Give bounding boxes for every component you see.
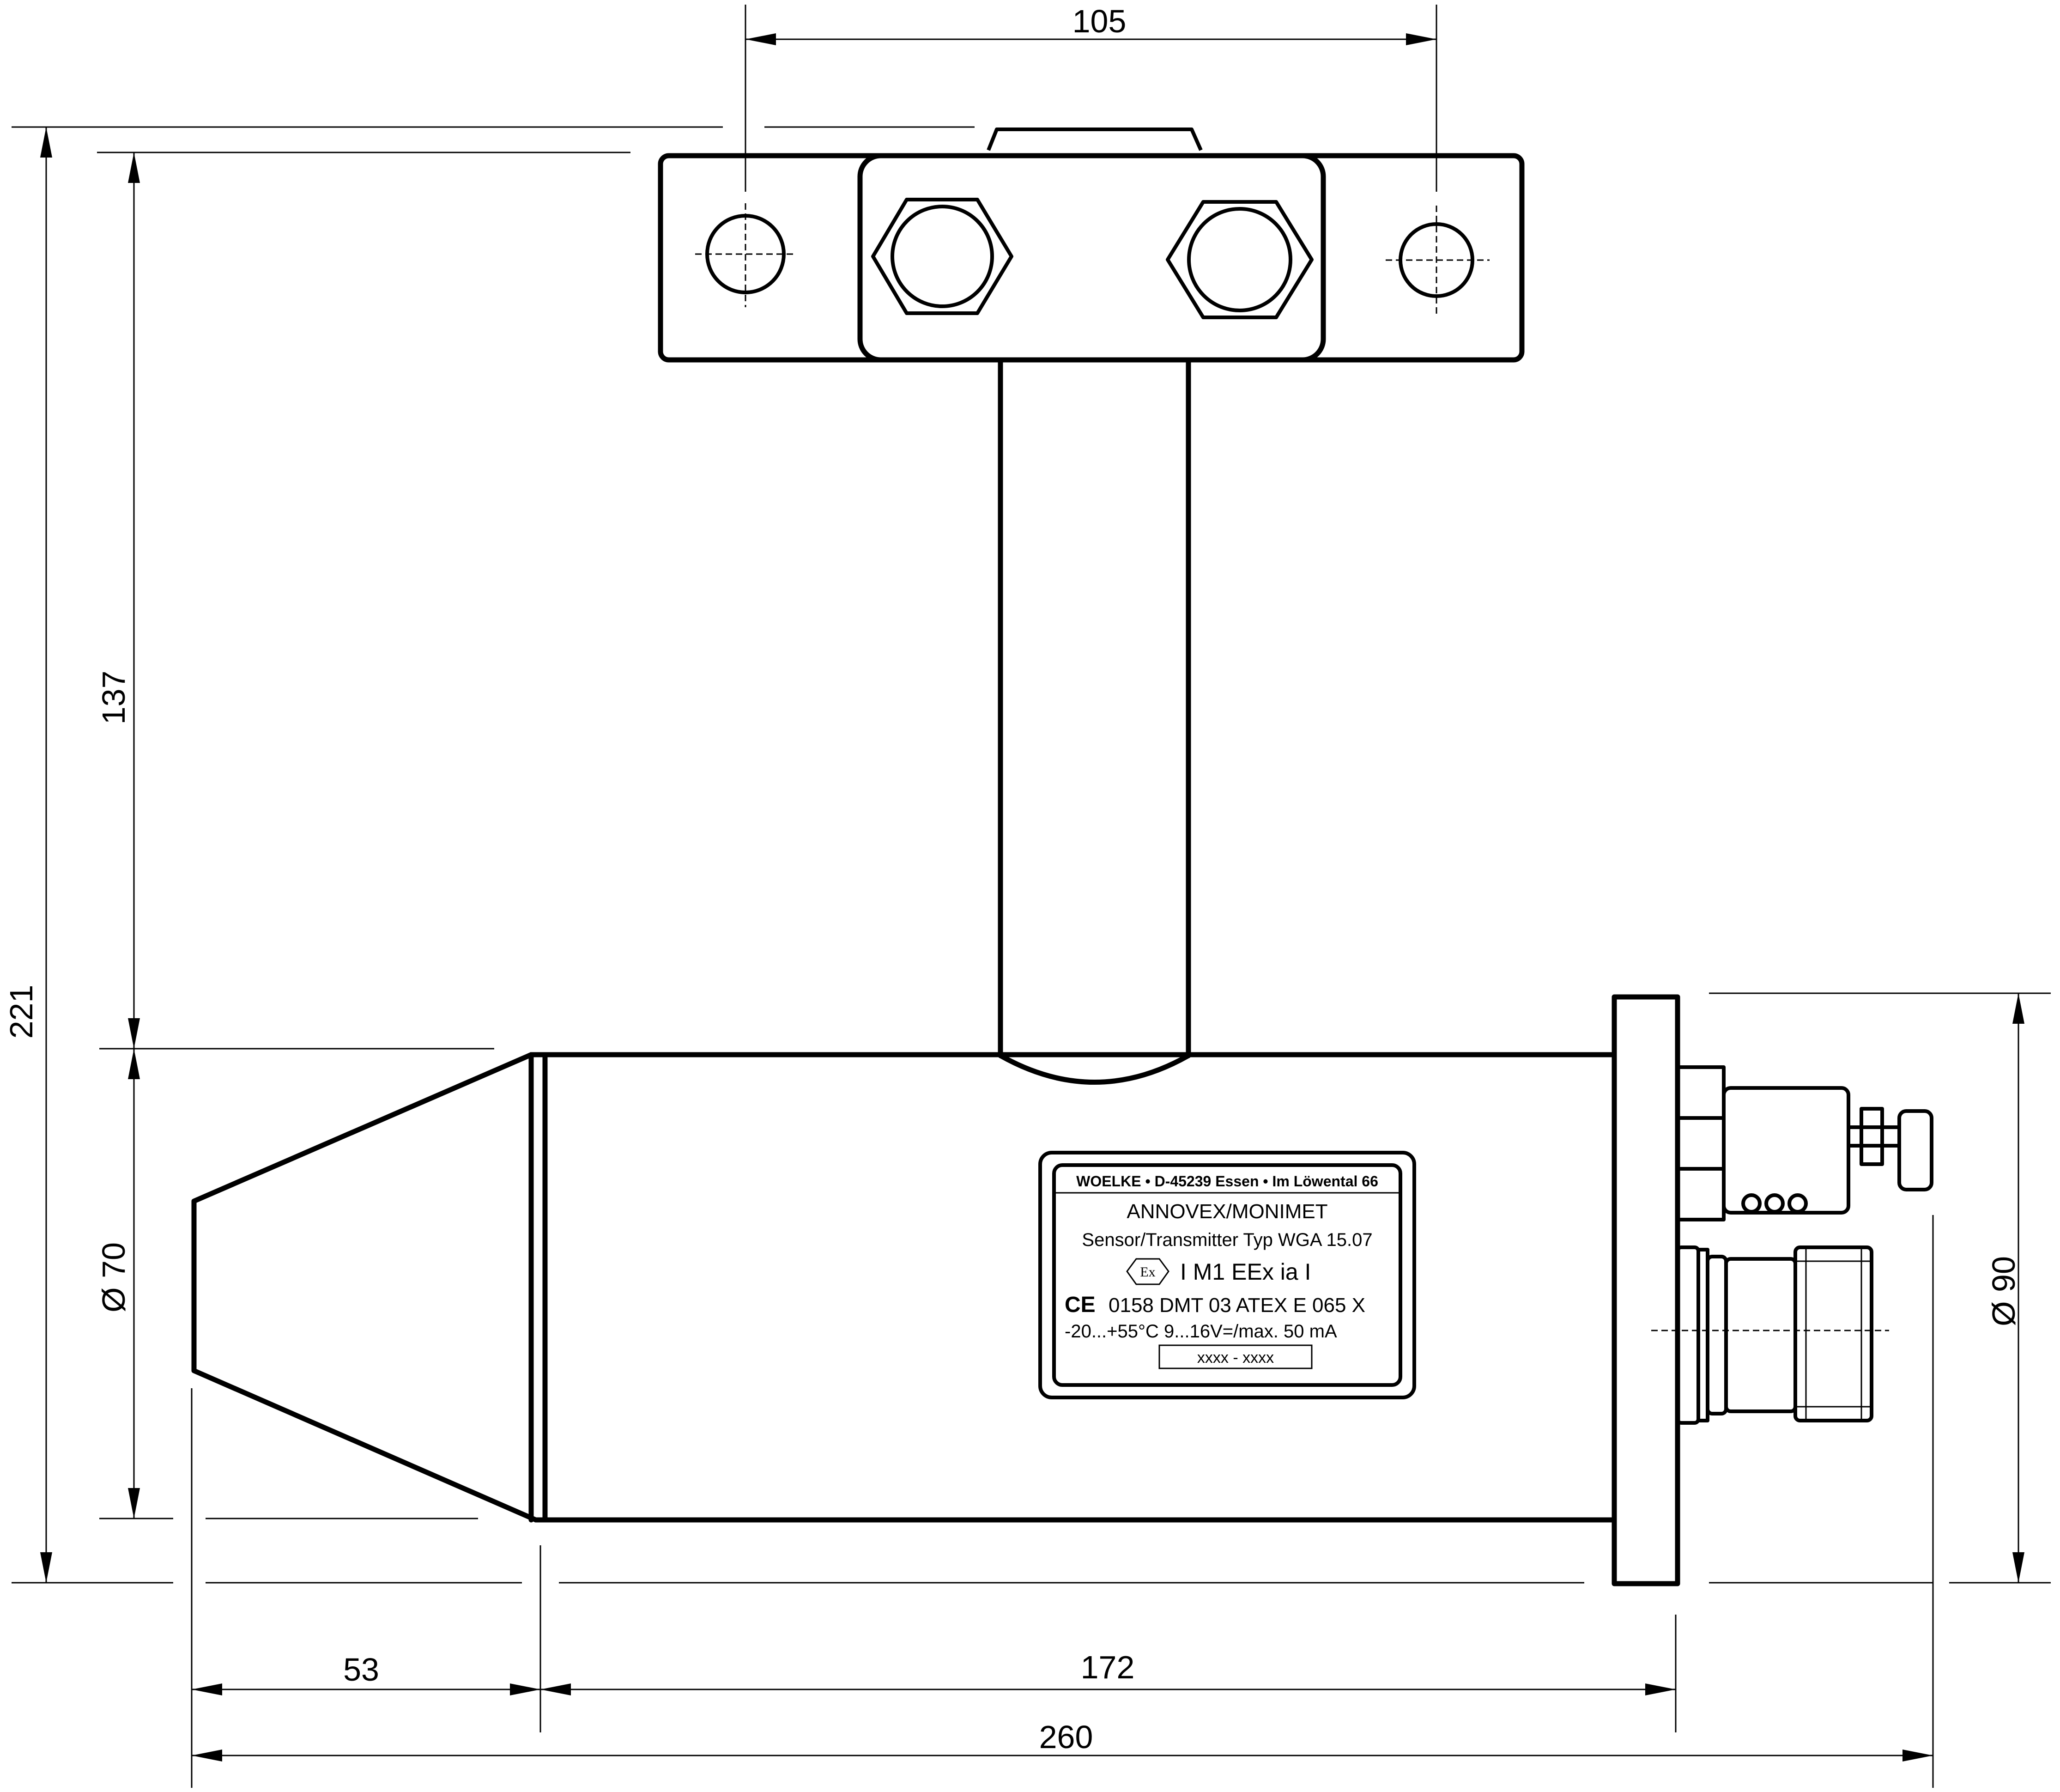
flange <box>1612 994 1680 1586</box>
ce-mark-icon: CE <box>1065 1293 1096 1317</box>
dim-flange-diameter: Ø 90 <box>1986 1256 2022 1326</box>
dim-top-hole-spacing: 105 <box>1072 3 1127 39</box>
dim-cone-length: 53 <box>343 1652 379 1688</box>
hex-nut-right <box>1166 200 1314 319</box>
nameplate-line1: WOELKE • D-45239 Essen • Im Löwental 66 <box>1076 1173 1378 1190</box>
nameplate: WOELKE • D-45239 Essen • Im Löwental 66 … <box>1038 1151 1416 1399</box>
connector-fitting <box>1676 1245 1873 1425</box>
dim-body-length: 172 <box>1081 1649 1135 1685</box>
nameplate-line2: ANNOVEX/MONIMET <box>1127 1200 1327 1223</box>
dim-mount-height: 137 <box>96 671 132 725</box>
dimension-lines <box>40 33 2024 1762</box>
nameplate-serial: xxxx - xxxx <box>1197 1349 1274 1367</box>
nameplate-line4: I M1 EEx ia I <box>1180 1259 1311 1285</box>
ex-symbol-icon: Ex <box>1126 1258 1169 1285</box>
dim-total-length: 260 <box>1039 1719 1093 1755</box>
valve-fitting <box>1676 1065 1933 1221</box>
extension-lines <box>12 5 2051 1788</box>
dim-body-diameter: Ø 70 <box>96 1242 132 1312</box>
stem <box>998 357 1191 1085</box>
nameplate-line6: -20...+55°C 9...16V=/max. 50 mA <box>1065 1321 1337 1342</box>
sensor-body <box>191 994 1680 1586</box>
nameplate-line3: Sensor/Transmitter Typ WGA 15.07 <box>1082 1230 1372 1250</box>
nameplate-line5: 0158 DMT 03 ATEX E 065 X <box>1109 1294 1365 1317</box>
mounting-bracket <box>658 128 1525 363</box>
dim-total-height: 221 <box>3 985 39 1039</box>
hex-nut-left <box>871 198 1013 315</box>
svg-text:Ex: Ex <box>1140 1264 1155 1280</box>
